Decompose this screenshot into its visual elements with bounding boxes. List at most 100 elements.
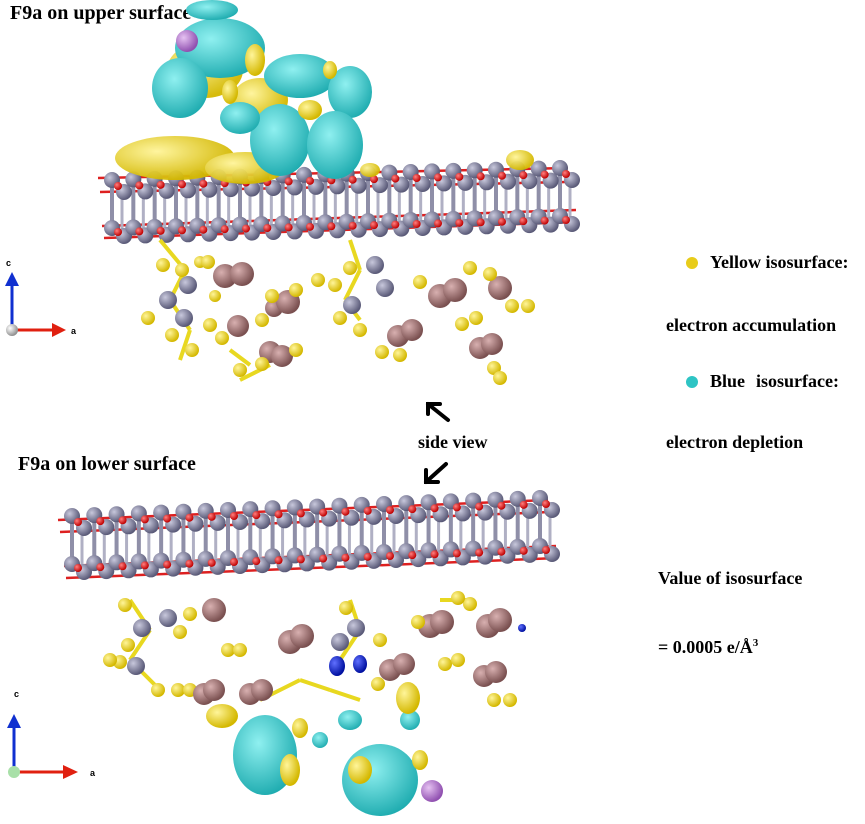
blue-legend-title-rest: isosurface: (756, 371, 839, 391)
oxygen-atom (412, 220, 421, 228)
yellow-atom (183, 607, 197, 621)
oxygen-atom (370, 175, 378, 184)
yellow-atom (215, 331, 229, 345)
oxygen-atom (118, 562, 127, 571)
brown-atom (485, 661, 507, 683)
oxygen-atom (178, 226, 186, 235)
yellow-atom (333, 311, 347, 325)
oxygen-atom (114, 228, 122, 236)
yellow-atom (118, 598, 132, 612)
oxygen-atom (296, 509, 305, 518)
yellow-atom (121, 638, 135, 652)
isosurface-value-title: Value of isosurface (658, 568, 803, 588)
oxygen-atom (274, 510, 283, 519)
oxygen-atom (540, 170, 549, 179)
yellow-atom (289, 283, 303, 297)
side-view-arrows (424, 402, 450, 484)
grey-atom (175, 309, 193, 327)
oxygen-atom (542, 546, 550, 554)
yellow-atom (371, 677, 385, 691)
brown-atom (488, 608, 512, 632)
oxygen-atom (542, 500, 550, 508)
oxygen-atom (348, 221, 357, 230)
oxygen-atom (476, 218, 485, 227)
oxygen-atom (207, 512, 216, 521)
oxygen-atom (263, 224, 272, 232)
oxygen-atom (341, 507, 350, 516)
upper-isosurface-yellow-fragments (222, 44, 337, 120)
oxygen-atom (178, 180, 186, 189)
yellow-atom (165, 328, 179, 342)
oxygen-atom (497, 547, 506, 556)
yellow-atom (185, 343, 199, 357)
yellow-atom (521, 299, 535, 313)
lower-purple-atom (421, 780, 443, 802)
yellow-atom (455, 317, 469, 331)
yellow-atom (203, 318, 217, 332)
brown-atom (203, 679, 225, 701)
oxygen-atom (519, 171, 528, 180)
oxygen-atom (296, 555, 305, 564)
oxygen-atom (341, 553, 350, 562)
oxygen-atom (348, 175, 357, 184)
oxygen-atom (135, 227, 144, 236)
yellow-atom (343, 261, 357, 275)
yellow-atom (393, 348, 407, 362)
oxygen-atom (497, 501, 506, 510)
blue-legend-title-word: Blue (710, 371, 746, 391)
oxygen-atom (207, 558, 216, 567)
yellow-atom (469, 311, 483, 325)
grey-atom (127, 657, 145, 675)
oxygen-atom (220, 225, 229, 234)
oxygen-atom (156, 180, 165, 189)
brown-atom (227, 315, 249, 337)
isosurface-value: = 0.0005 e/Å3 (658, 637, 758, 658)
lower-isosurface-yellow (206, 682, 428, 786)
upper-axes: c a (5, 258, 77, 337)
oxygen-atom (163, 560, 172, 569)
yellow-atom (353, 323, 367, 337)
oxygen-atom (475, 548, 484, 557)
yellow-atom (505, 299, 519, 313)
yellow-atom (411, 615, 425, 629)
oxygen-atom (306, 222, 314, 231)
oxygen-atom (452, 503, 461, 512)
yellow-atom (233, 643, 247, 657)
brown-atom (290, 624, 314, 648)
yellow-atom (328, 278, 342, 292)
yellow-atom (463, 261, 477, 275)
oxygen-atom (370, 221, 378, 230)
yellow-atom (255, 357, 269, 371)
oxygen-atom (274, 556, 283, 565)
oxygen-atom (475, 502, 484, 511)
oxygen-atom (306, 176, 314, 185)
oxygen-atom (562, 170, 570, 178)
oxygen-atom (96, 517, 105, 526)
oxygen-atom (199, 179, 208, 188)
oxygen-atom (156, 226, 165, 235)
brown-atom (251, 679, 273, 701)
brown-atom (443, 278, 467, 302)
yellow-atom (173, 625, 187, 639)
oxygen-atom (284, 177, 293, 186)
oxygen-atom (327, 222, 336, 231)
grey-atom (159, 291, 177, 309)
side-view-label: side view (418, 432, 488, 452)
brown-atom (488, 276, 512, 300)
bond (299, 678, 331, 692)
yellow-atom (463, 597, 477, 611)
upper-purple-atom (176, 30, 198, 52)
yellow-atom (289, 343, 303, 357)
brown-atom (230, 262, 254, 286)
oxygen-atom (562, 216, 570, 224)
oxygen-atom (434, 219, 442, 228)
yellow-atom (438, 657, 452, 671)
yellow-atom (493, 371, 507, 385)
lower-isosurface-blue (233, 710, 420, 816)
upper-isosurface-blue (152, 0, 372, 179)
oxygen-atom (135, 181, 144, 190)
yellow-atom (451, 591, 465, 605)
yellow-legend-title: Yellow isosurface: (710, 252, 849, 272)
bond (329, 688, 361, 702)
yellow-atom (151, 683, 165, 697)
